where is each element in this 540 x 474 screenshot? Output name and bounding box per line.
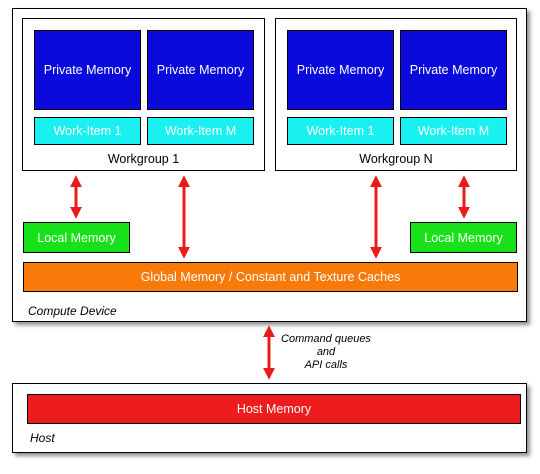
work-item-label: Work-Item M	[417, 124, 490, 138]
work-item-wgn-itemm: Work-Item M	[400, 117, 507, 145]
work-item-wg1-itemm: Work-Item M	[147, 117, 254, 145]
work-item-label: Work-Item 1	[306, 124, 375, 138]
command-queues-label: Command queues and API calls	[280, 333, 372, 372]
command-queues-line-1: Command queues	[281, 333, 371, 345]
work-item-wg1-item1: Work-Item 1	[34, 117, 141, 145]
workgroup-n-label: Workgroup N	[359, 152, 433, 166]
work-item-wgn-item1: Work-Item 1	[287, 117, 394, 145]
work-item-label: Work-Item M	[164, 124, 237, 138]
command-queues-line-3: API calls	[304, 359, 348, 371]
global-memory-label: Global Memory / Constant and Texture Cac…	[140, 270, 401, 284]
local-memory-wgn: Local Memory	[410, 222, 517, 253]
compute-device-label: Compute Device	[28, 304, 117, 318]
private-memory-label: Private Memory	[43, 63, 132, 77]
local-memory-wg1: Local Memory	[23, 222, 130, 253]
work-item-label: Work-Item 1	[53, 124, 122, 138]
private-memory-wg1-item1: Private Memory	[34, 30, 141, 110]
local-memory-label: Local Memory	[37, 230, 116, 245]
host-memory: Host Memory	[27, 394, 521, 424]
host-memory-label: Host Memory	[236, 402, 312, 416]
local-memory-label: Local Memory	[424, 230, 503, 245]
private-memory-wgn-item1: Private Memory	[287, 30, 394, 110]
private-memory-label: Private Memory	[296, 63, 385, 77]
private-memory-label: Private Memory	[156, 63, 245, 77]
private-memory-wg1-itemm: Private Memory	[147, 30, 254, 110]
private-memory-wgn-itemm: Private Memory	[400, 30, 507, 110]
private-memory-label: Private Memory	[409, 63, 498, 77]
host-label: Host	[30, 431, 55, 445]
global-memory: Global Memory / Constant and Texture Cac…	[23, 262, 518, 292]
command-queues-line-2: and	[316, 346, 336, 358]
workgroup-1-label: Workgroup 1	[107, 152, 180, 166]
